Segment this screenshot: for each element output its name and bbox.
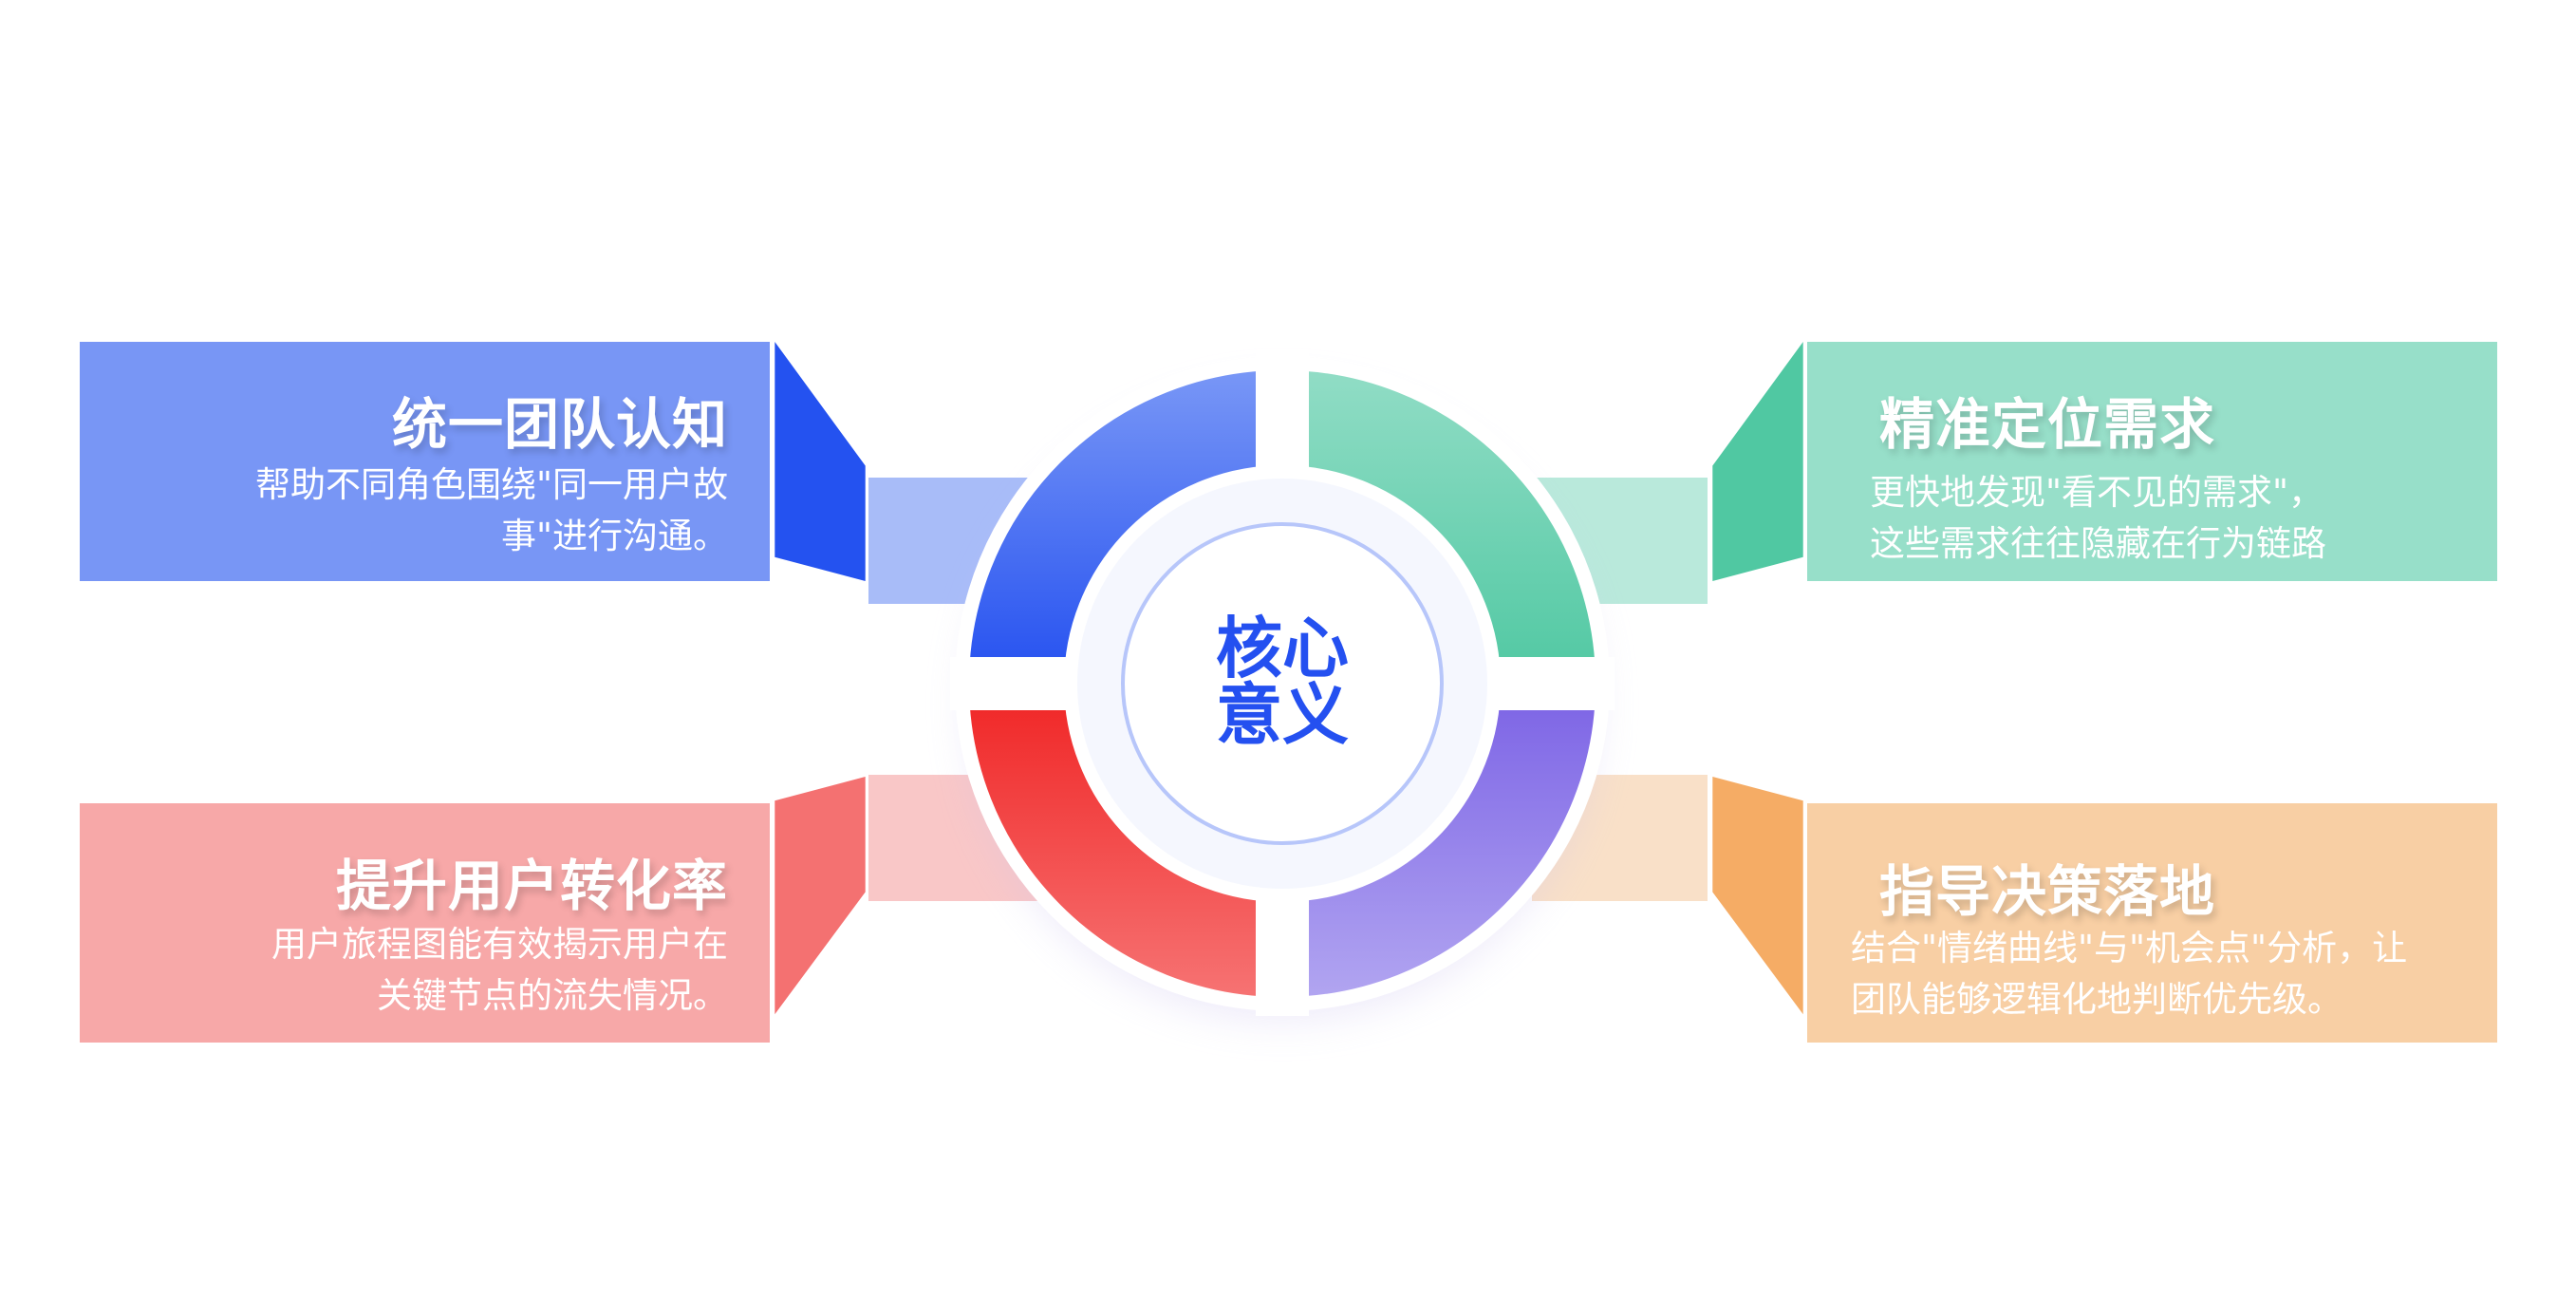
card-title: 提升用户转化率 (335, 854, 728, 918)
card-precise-needs: 精准定位需求 更快地发现"看不见的需求"， 这些需求往往隐藏在行为链路 (1807, 342, 2497, 581)
card-title: 统一团队认知 (391, 392, 728, 457)
card-title: 精准定位需求 (1879, 392, 2216, 457)
center-circle (1121, 522, 1444, 845)
center-label-line2: 意义 (1216, 676, 1349, 754)
ring-segment-top-left (964, 366, 1282, 684)
fold-top-left (775, 342, 866, 581)
card-unify-team: 统一团队认知 帮助不同角色围绕"同一用户故 事"进行沟通。 (80, 342, 770, 581)
fold-bottom-right (1712, 777, 1803, 1015)
card-conversion: 提升用户转化率 用户旅程图能有效揭示用户在 关键节点的流失情况。 (80, 803, 770, 1043)
card-description: 帮助不同角色围绕"同一用户故 事"进行沟通。 (254, 464, 728, 556)
card-description: 更快地发现"看不见的需求"， 这些需求往往隐藏在行为链路 (1870, 472, 2326, 564)
fold-bottom-left (775, 777, 866, 1015)
fold-top-right (1712, 342, 1803, 581)
card-description: 结合"情绪曲线"与"机会点"分析，让 团队能够逻辑化地判断优先级。 (1851, 928, 2408, 1020)
ring-segment-bottom-right (1282, 684, 1600, 1002)
card-description: 用户旅程图能有效揭示用户在 关键节点的流失情况。 (271, 924, 728, 1016)
ring-segment-bottom-left (964, 684, 1282, 1002)
center-label: 核心 意义 (1206, 615, 1358, 748)
center-label-line1: 核心 (1216, 610, 1349, 687)
card-title: 指导决策落地 (1879, 859, 2216, 924)
card-guide-decisions: 指导决策落地 结合"情绪曲线"与"机会点"分析，让 团队能够逻辑化地判断优先级。 (1807, 803, 2497, 1043)
ring-segment-top-right (1282, 366, 1600, 684)
